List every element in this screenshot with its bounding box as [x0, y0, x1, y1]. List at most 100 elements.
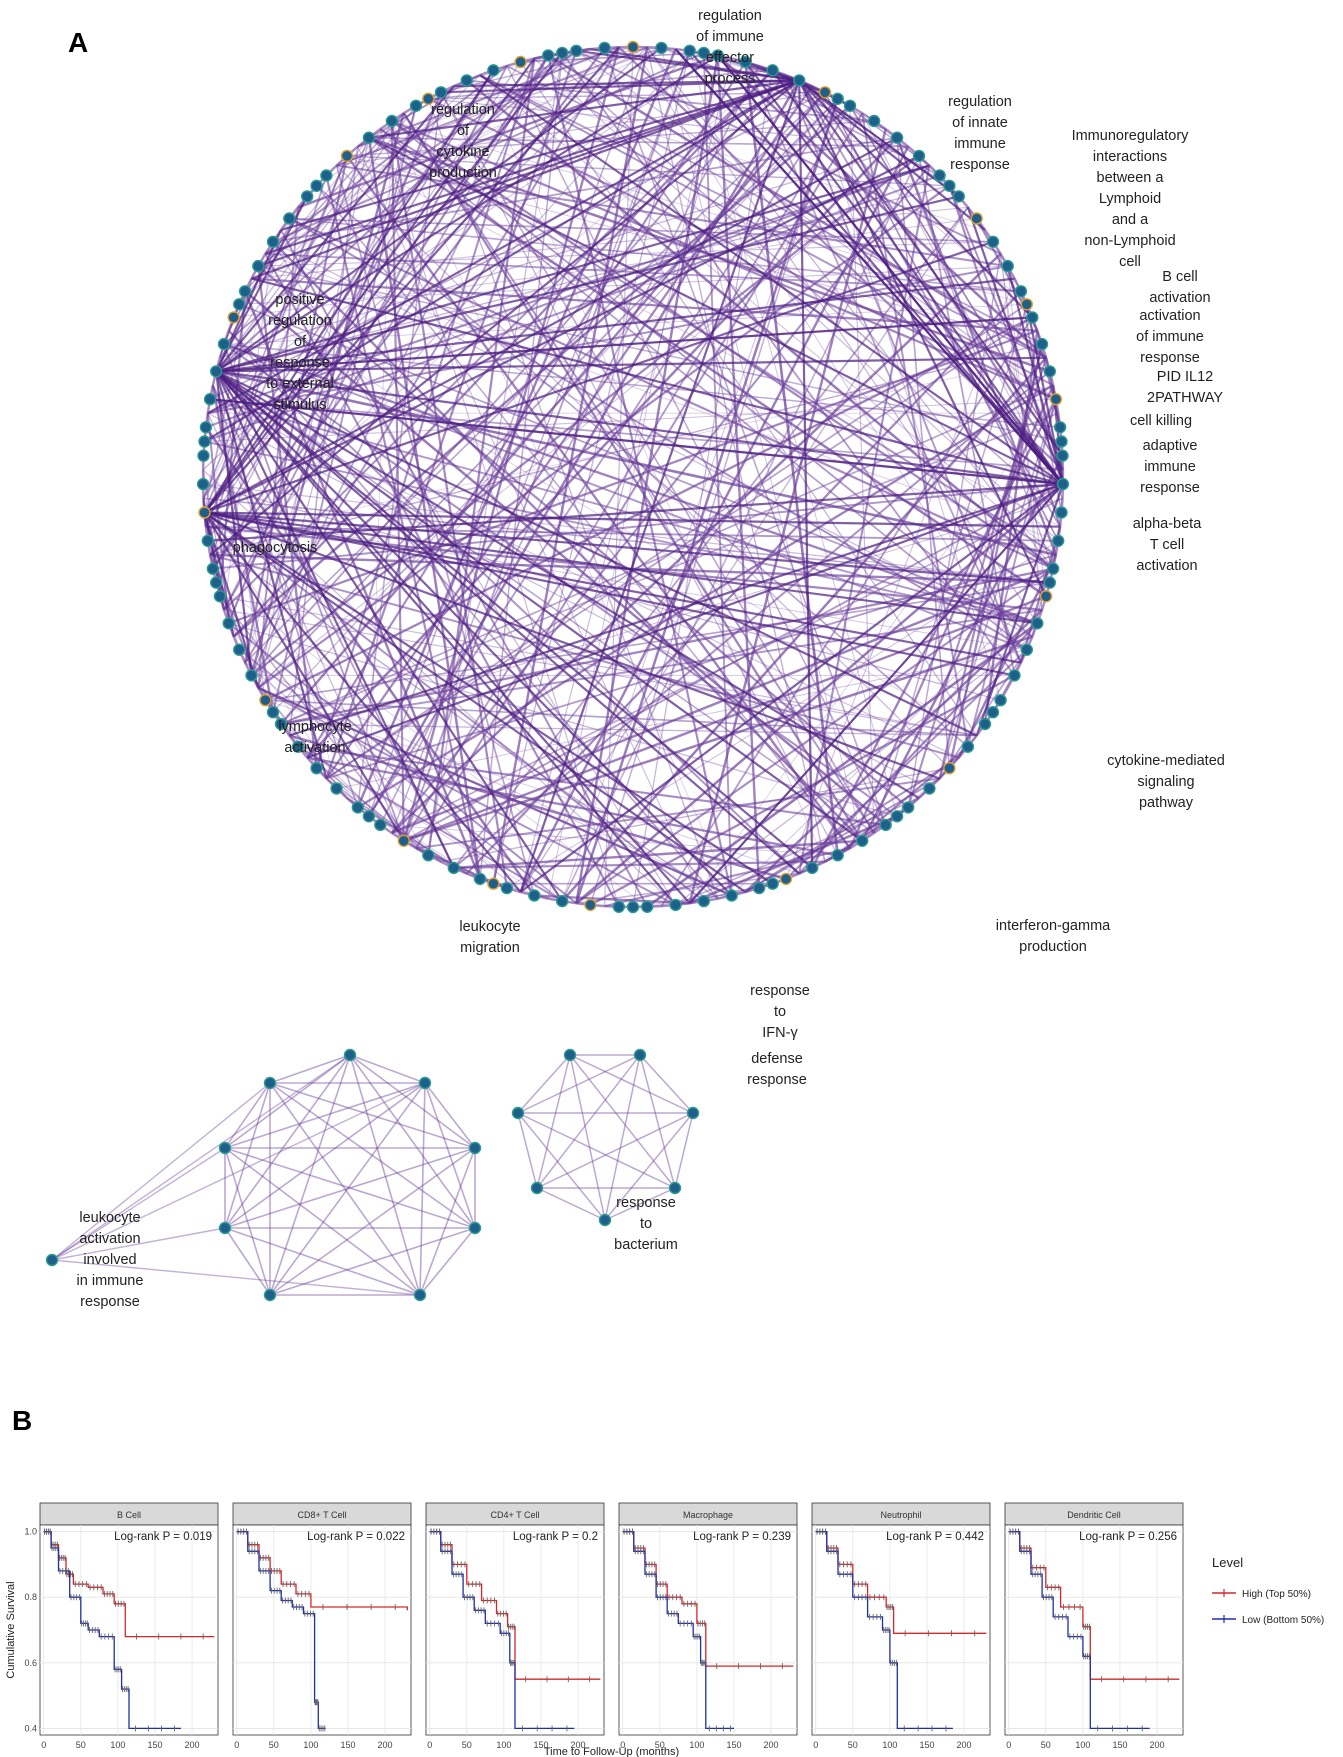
cluster-edge	[224, 1082, 426, 1149]
legend-title: Level	[1212, 1555, 1243, 1570]
network-edge	[204, 512, 1027, 651]
network-node	[725, 889, 738, 902]
network-edge-strong	[674, 48, 1064, 485]
network-edge-strong	[215, 164, 930, 373]
network-edge-strong	[251, 79, 800, 280]
network-edge-strong	[798, 80, 814, 868]
network-edge-strong	[203, 57, 536, 514]
network-node	[542, 49, 555, 62]
network-node	[626, 900, 640, 914]
network-edge	[798, 622, 1039, 875]
network-node	[274, 717, 288, 731]
network-node	[320, 169, 333, 182]
network-edge	[896, 137, 951, 769]
cluster-edge	[269, 1054, 351, 1084]
network-edge-strong	[771, 69, 1064, 485]
network-node	[217, 337, 231, 351]
cluster-edge	[424, 1082, 476, 1229]
network-edge-strong	[203, 511, 747, 893]
cluster-edge	[269, 1147, 476, 1296]
label-line: non-Lymphoid	[1084, 233, 1175, 249]
cluster-node	[511, 1106, 525, 1120]
network-edge-strong	[203, 69, 495, 514]
network-edge-strong	[215, 370, 863, 842]
km-curve	[429, 1530, 601, 1680]
panel-b-letter: B	[12, 1405, 32, 1436]
network-edge-strong	[204, 511, 1061, 528]
network-edge-strong	[265, 79, 800, 255]
network-node	[1053, 421, 1067, 434]
cluster-node	[468, 1141, 482, 1155]
network-edge	[257, 105, 417, 689]
network-edge	[202, 155, 348, 499]
cluster-edge	[604, 1112, 694, 1221]
cluster-edge	[224, 1147, 476, 1229]
label-line: Lymphoid	[1099, 191, 1161, 207]
cluster-node	[45, 1253, 59, 1267]
network-edge-strong	[204, 511, 1015, 677]
network-node	[655, 41, 668, 55]
network-node	[1020, 298, 1034, 311]
network-edge	[368, 46, 648, 817]
cluster-edge	[536, 1054, 571, 1189]
network-edge	[520, 206, 969, 893]
facet-plot-area	[618, 1524, 798, 1736]
network-edge	[402, 50, 691, 842]
facet-title: CD8+ T Cell	[298, 1510, 347, 1520]
label-line: T cell	[1150, 537, 1184, 553]
network-edge	[492, 46, 649, 884]
cluster-node	[263, 1288, 277, 1302]
label-line: of innate	[952, 115, 1008, 131]
network-node	[291, 740, 305, 753]
legend-item: Low (Bottom 50%)	[1242, 1615, 1324, 1626]
network-edge	[380, 824, 838, 856]
network-node	[1039, 590, 1053, 603]
network-edge	[297, 746, 549, 899]
network-edge	[561, 356, 1048, 902]
network-node	[766, 877, 779, 890]
network-edge	[367, 79, 801, 817]
cluster-edge	[51, 1054, 351, 1261]
label-line: cytokine	[436, 144, 489, 160]
network-node	[500, 881, 514, 895]
x-tick-label: 100	[110, 1740, 125, 1750]
x-tick-label: 200	[957, 1740, 972, 1750]
network-edge	[212, 384, 455, 869]
x-tick-label: 50	[76, 1740, 86, 1750]
label-line: response	[270, 355, 330, 371]
network-edge	[207, 357, 1047, 542]
label-line: of immune	[1136, 329, 1204, 345]
network-edge	[379, 65, 760, 826]
network-node	[385, 114, 399, 128]
network-edge-strong	[215, 195, 309, 372]
facet-plot-area	[811, 1524, 991, 1736]
cluster-edge	[349, 1054, 421, 1296]
network-edge-strong	[216, 370, 1064, 486]
label-line: cell	[1119, 254, 1141, 270]
facet-title: Neutrophil	[880, 1510, 921, 1520]
network-edge-strong	[215, 85, 455, 373]
network-edge	[297, 745, 886, 826]
network-edge	[849, 105, 1064, 457]
network-edge	[479, 52, 563, 879]
network-node	[206, 562, 220, 575]
cluster-node	[263, 1076, 277, 1090]
label-line: defense	[751, 1051, 803, 1067]
cluster-edge	[604, 1187, 676, 1221]
x-tick-label: 150	[340, 1740, 355, 1750]
cluster-edge	[51, 1082, 271, 1261]
label-line: regulation	[698, 8, 762, 24]
network-edge	[547, 54, 1047, 359]
label-line: positive	[275, 292, 324, 308]
network-edge-strong	[215, 370, 677, 906]
network-node	[245, 669, 258, 682]
